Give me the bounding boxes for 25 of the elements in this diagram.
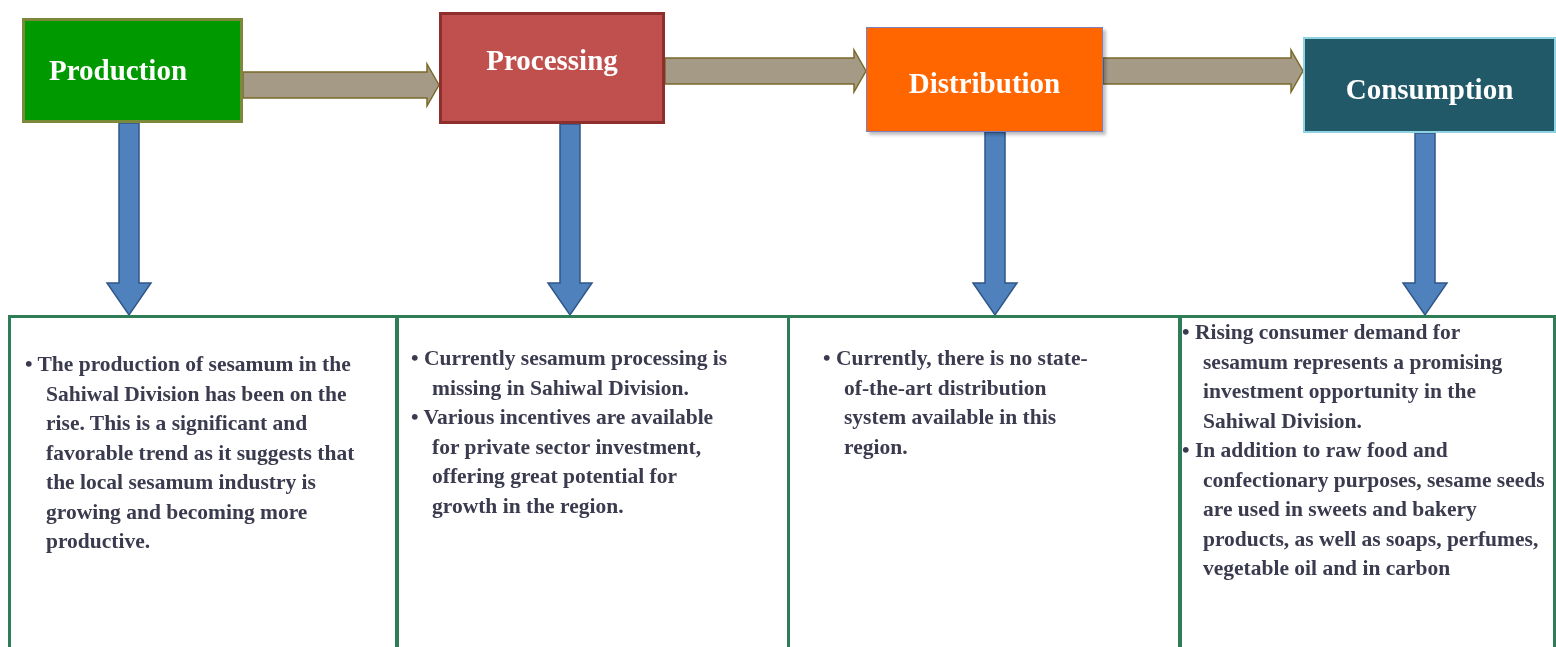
bullet-text: • Currently, there is no state-of-the-art distribution system available in this region. <box>823 345 1089 461</box>
description-panel <box>8 315 398 647</box>
description-panel <box>396 315 790 647</box>
bullet-text: • In addition to raw food and confectionary purposes, sesame seeds are used in sweets and bakery products, as well as soaps, perfumes, vegetable oil and in carbon <box>1182 437 1545 582</box>
block-arrow <box>1401 132 1449 317</box>
stage-title: Production <box>49 53 188 89</box>
stage-title: Consumption <box>1345 71 1514 107</box>
block-arrow <box>546 123 594 317</box>
bullet-text: • Rising consumer demand for sesamum represents a promising investment opportunity in the Sahiwal Division. <box>1182 319 1504 435</box>
description-panel <box>1179 315 1556 647</box>
stage-title: Processing <box>486 42 618 78</box>
block-arrow <box>664 47 867 95</box>
bullet-text: • Currently sesamum processing is missing in Sahiwal Division. <box>411 345 729 402</box>
block-arrow <box>242 61 440 109</box>
block-arrow <box>971 131 1019 317</box>
stage-box <box>22 18 243 123</box>
description-panel <box>787 315 1181 647</box>
stage-title: Distribution <box>908 66 1061 102</box>
block-arrow <box>105 122 153 317</box>
block-arrow <box>1102 47 1304 95</box>
bullet-text: • Various incentives are available for private sector investment, offering great potential for growth in the region. <box>411 404 715 520</box>
stage-box <box>1303 37 1556 133</box>
stage-box <box>866 27 1103 132</box>
bullet-text: • The production of sesamum in the Sahiwal Division has been on the rise. This is a significant and favorable trend as it suggests that the local sesamum industry is growing and becoming more productive. <box>25 351 356 555</box>
stage-box <box>439 12 665 124</box>
